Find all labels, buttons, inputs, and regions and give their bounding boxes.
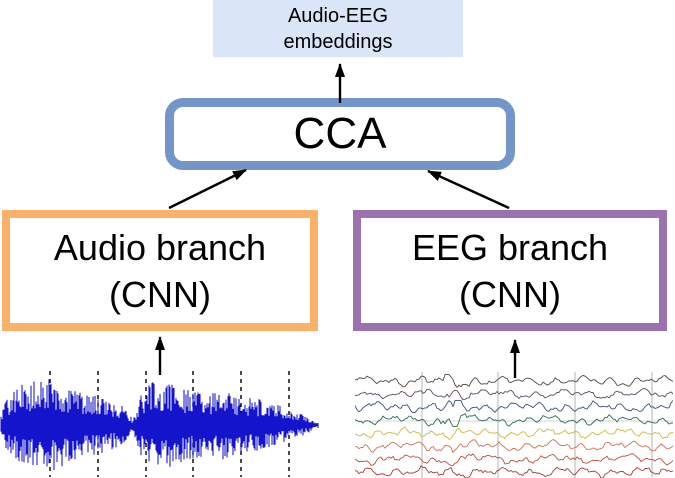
embeddings-box: Audio-EEG embeddings — [213, 0, 463, 57]
arrow-audio-to-cca — [168, 168, 247, 210]
audio-branch-label-line1: Audio branch — [53, 226, 267, 268]
embeddings-label-line1: Audio-EEG — [287, 4, 389, 27]
audio-branch-box: Audio branch (CNN) — [2, 210, 318, 331]
audio-branch-label-line2: (CNN) — [109, 273, 211, 315]
cca-label: CCA — [293, 109, 387, 158]
eeg-traces-figure — [355, 372, 673, 478]
arrow-eeg-to-cca — [427, 169, 510, 210]
eeg-branch-label-line1: EEG branch — [411, 226, 609, 268]
eeg-branch-label-line2: (CNN) — [459, 273, 561, 315]
embeddings-label-line2: embeddings — [283, 30, 393, 53]
audio-waveform-figure — [0, 371, 319, 477]
eeg-branch-box: EEG branch (CNN) — [353, 210, 667, 331]
cca-box: CCA — [165, 98, 515, 170]
